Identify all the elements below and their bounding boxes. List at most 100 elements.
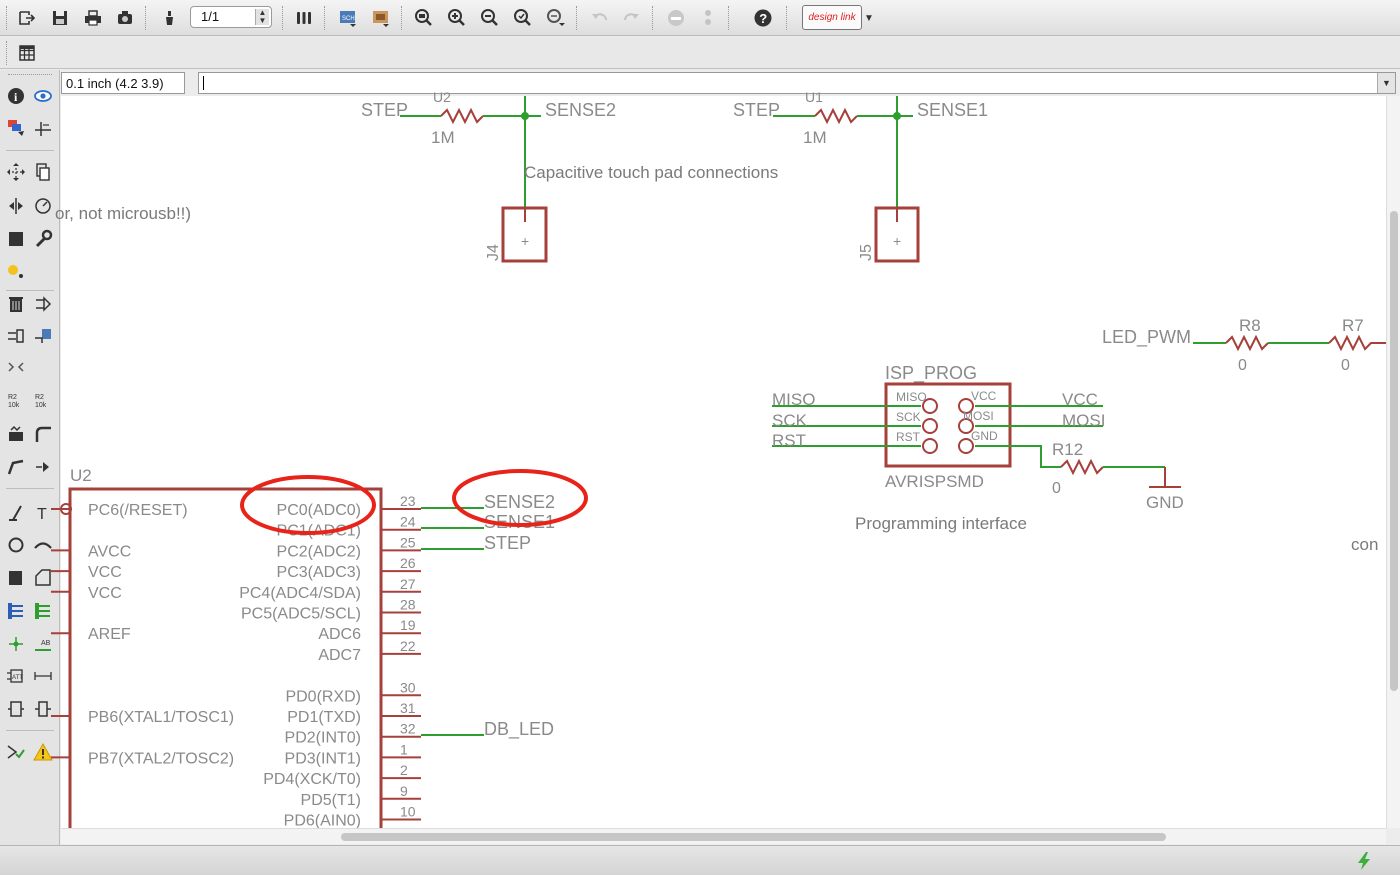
- ulp-icon[interactable]: [291, 5, 317, 31]
- vertical-scrollbar[interactable]: [1386, 96, 1400, 828]
- zoom-select-icon[interactable]: [510, 5, 536, 31]
- design-link-icon[interactable]: design link: [802, 5, 862, 30]
- resistor-symbol[interactable]: [440, 107, 484, 125]
- help-icon[interactable]: ?: [750, 5, 776, 31]
- isp-pin-3[interactable]: [922, 418, 938, 434]
- horizontal-scrollbar[interactable]: [61, 828, 1386, 844]
- connector-j4[interactable]: [501, 206, 548, 263]
- change-icon[interactable]: [31, 227, 55, 251]
- net-label-step-right: STEP: [733, 100, 780, 120]
- resistor-r8[interactable]: [1225, 334, 1269, 352]
- svg-text:T: T: [37, 506, 47, 523]
- sheet-combo-stepper-icon[interactable]: ▲▼: [255, 9, 269, 25]
- polygon-icon[interactable]: [31, 566, 55, 590]
- rotate-icon[interactable]: [31, 194, 55, 218]
- command-history-dropdown-icon[interactable]: ▼: [1377, 73, 1395, 93]
- erc-icon[interactable]: [4, 740, 28, 764]
- mcu-left-pin-label: PC6(/RESET): [88, 502, 188, 519]
- stop-icon[interactable]: [663, 5, 689, 31]
- net-label-miso: MISO: [772, 390, 815, 409]
- mark-icon[interactable]: [31, 116, 55, 140]
- mcu-right-pin-label: PD5(T1): [301, 792, 361, 809]
- undo-icon[interactable]: [586, 5, 612, 31]
- isp-pin-1[interactable]: [922, 398, 938, 414]
- junction-icon[interactable]: [4, 632, 28, 656]
- miter-icon[interactable]: [31, 422, 55, 446]
- replace-icon[interactable]: [31, 324, 55, 348]
- mcu-pin-number: 28: [400, 597, 416, 613]
- zoom-last-icon[interactable]: [543, 5, 569, 31]
- paste-icon[interactable]: [4, 260, 28, 284]
- zoom-fit-icon[interactable]: [411, 5, 437, 31]
- main-toolbar: 1/1 ▲▼ SCH: [0, 0, 1400, 36]
- smash-icon[interactable]: [4, 422, 28, 446]
- toolbar-grip: [6, 6, 8, 30]
- gateswap-icon[interactable]: [4, 356, 28, 380]
- net-label-sck: SCK: [772, 411, 808, 430]
- open-icon[interactable]: [14, 5, 40, 31]
- mcu-right-pin-group: PC0(ADC0)23PC1(ADC1)24PC2(ADC2)25PC3(ADC…: [239, 493, 421, 830]
- dimension-icon[interactable]: [31, 664, 55, 688]
- redo-icon[interactable]: [619, 5, 645, 31]
- zoom-in-icon[interactable]: [444, 5, 470, 31]
- label-icon[interactable]: AB: [31, 632, 55, 656]
- grid-icon[interactable]: [14, 40, 40, 66]
- isp-pin-6[interactable]: [958, 438, 974, 454]
- bus-icon[interactable]: [4, 599, 28, 623]
- go-icon[interactable]: [695, 5, 721, 31]
- show-icon[interactable]: [31, 84, 55, 108]
- info-icon[interactable]: i: [4, 84, 28, 108]
- split-icon[interactable]: [4, 455, 28, 479]
- attribute-icon[interactable]: ATT: [4, 664, 28, 688]
- net-icon[interactable]: [31, 599, 55, 623]
- print-icon[interactable]: [80, 5, 106, 31]
- arc-icon[interactable]: [31, 533, 55, 557]
- net-wire-gnd: [975, 445, 1061, 468]
- rect-icon[interactable]: [4, 566, 28, 590]
- invoke-icon[interactable]: [31, 455, 55, 479]
- resistor-value: 1M: [431, 128, 455, 147]
- isp-pin-5[interactable]: [922, 438, 938, 454]
- resistor-value-r7: 0: [1341, 357, 1350, 374]
- circle-icon[interactable]: [4, 533, 28, 557]
- group-icon[interactable]: [4, 227, 28, 251]
- vertical-scrollbar-thumb[interactable]: [1390, 211, 1398, 691]
- copy-icon[interactable]: [31, 160, 55, 184]
- design-link-dropdown-icon[interactable]: ▼: [864, 13, 874, 24]
- schematic-canvas[interactable]: STEP U2 1M SENSE2 + J4 STEP U1 1M: [51, 89, 1386, 836]
- layer-icon[interactable]: [368, 5, 394, 31]
- command-line-input[interactable]: ▼: [198, 72, 1396, 94]
- connector-j5[interactable]: [874, 206, 920, 263]
- zoom-out-icon[interactable]: [477, 5, 503, 31]
- save-icon[interactable]: [47, 5, 73, 31]
- delete-icon[interactable]: [4, 292, 28, 316]
- display-icon[interactable]: [4, 116, 28, 140]
- resistor-r12[interactable]: [1060, 458, 1104, 476]
- pinswap-icon[interactable]: [4, 324, 28, 348]
- lightning-icon[interactable]: [1354, 851, 1374, 871]
- mcu-pin-number: 1: [400, 741, 408, 757]
- resistor-r7[interactable]: [1328, 334, 1386, 352]
- horizontal-scrollbar-thumb[interactable]: [341, 833, 1166, 841]
- drc-icon[interactable]: [156, 5, 182, 31]
- frame-icon[interactable]: [4, 697, 28, 721]
- board-icon[interactable]: SCH: [335, 5, 361, 31]
- isp-pin-2[interactable]: [958, 398, 974, 414]
- sheet-combo[interactable]: 1/1 ▲▼: [190, 6, 272, 28]
- text-icon[interactable]: T: [31, 500, 55, 524]
- mirror-icon[interactable]: [4, 194, 28, 218]
- resistor-symbol[interactable]: [814, 107, 858, 125]
- isp-pin-label-miso: MISO: [896, 390, 927, 404]
- isp-pin-4[interactable]: [958, 418, 974, 434]
- isp-part-name: ISP_PROG: [885, 363, 977, 384]
- wire-icon[interactable]: [4, 500, 28, 524]
- move-icon[interactable]: [4, 160, 28, 184]
- net-label-vcc: VCC: [1062, 390, 1098, 409]
- add-icon[interactable]: [31, 292, 55, 316]
- frame-alt-icon[interactable]: [31, 697, 55, 721]
- errors-icon[interactable]: [31, 740, 55, 764]
- cam-processor-icon[interactable]: [112, 5, 138, 31]
- text-caret: [203, 76, 204, 90]
